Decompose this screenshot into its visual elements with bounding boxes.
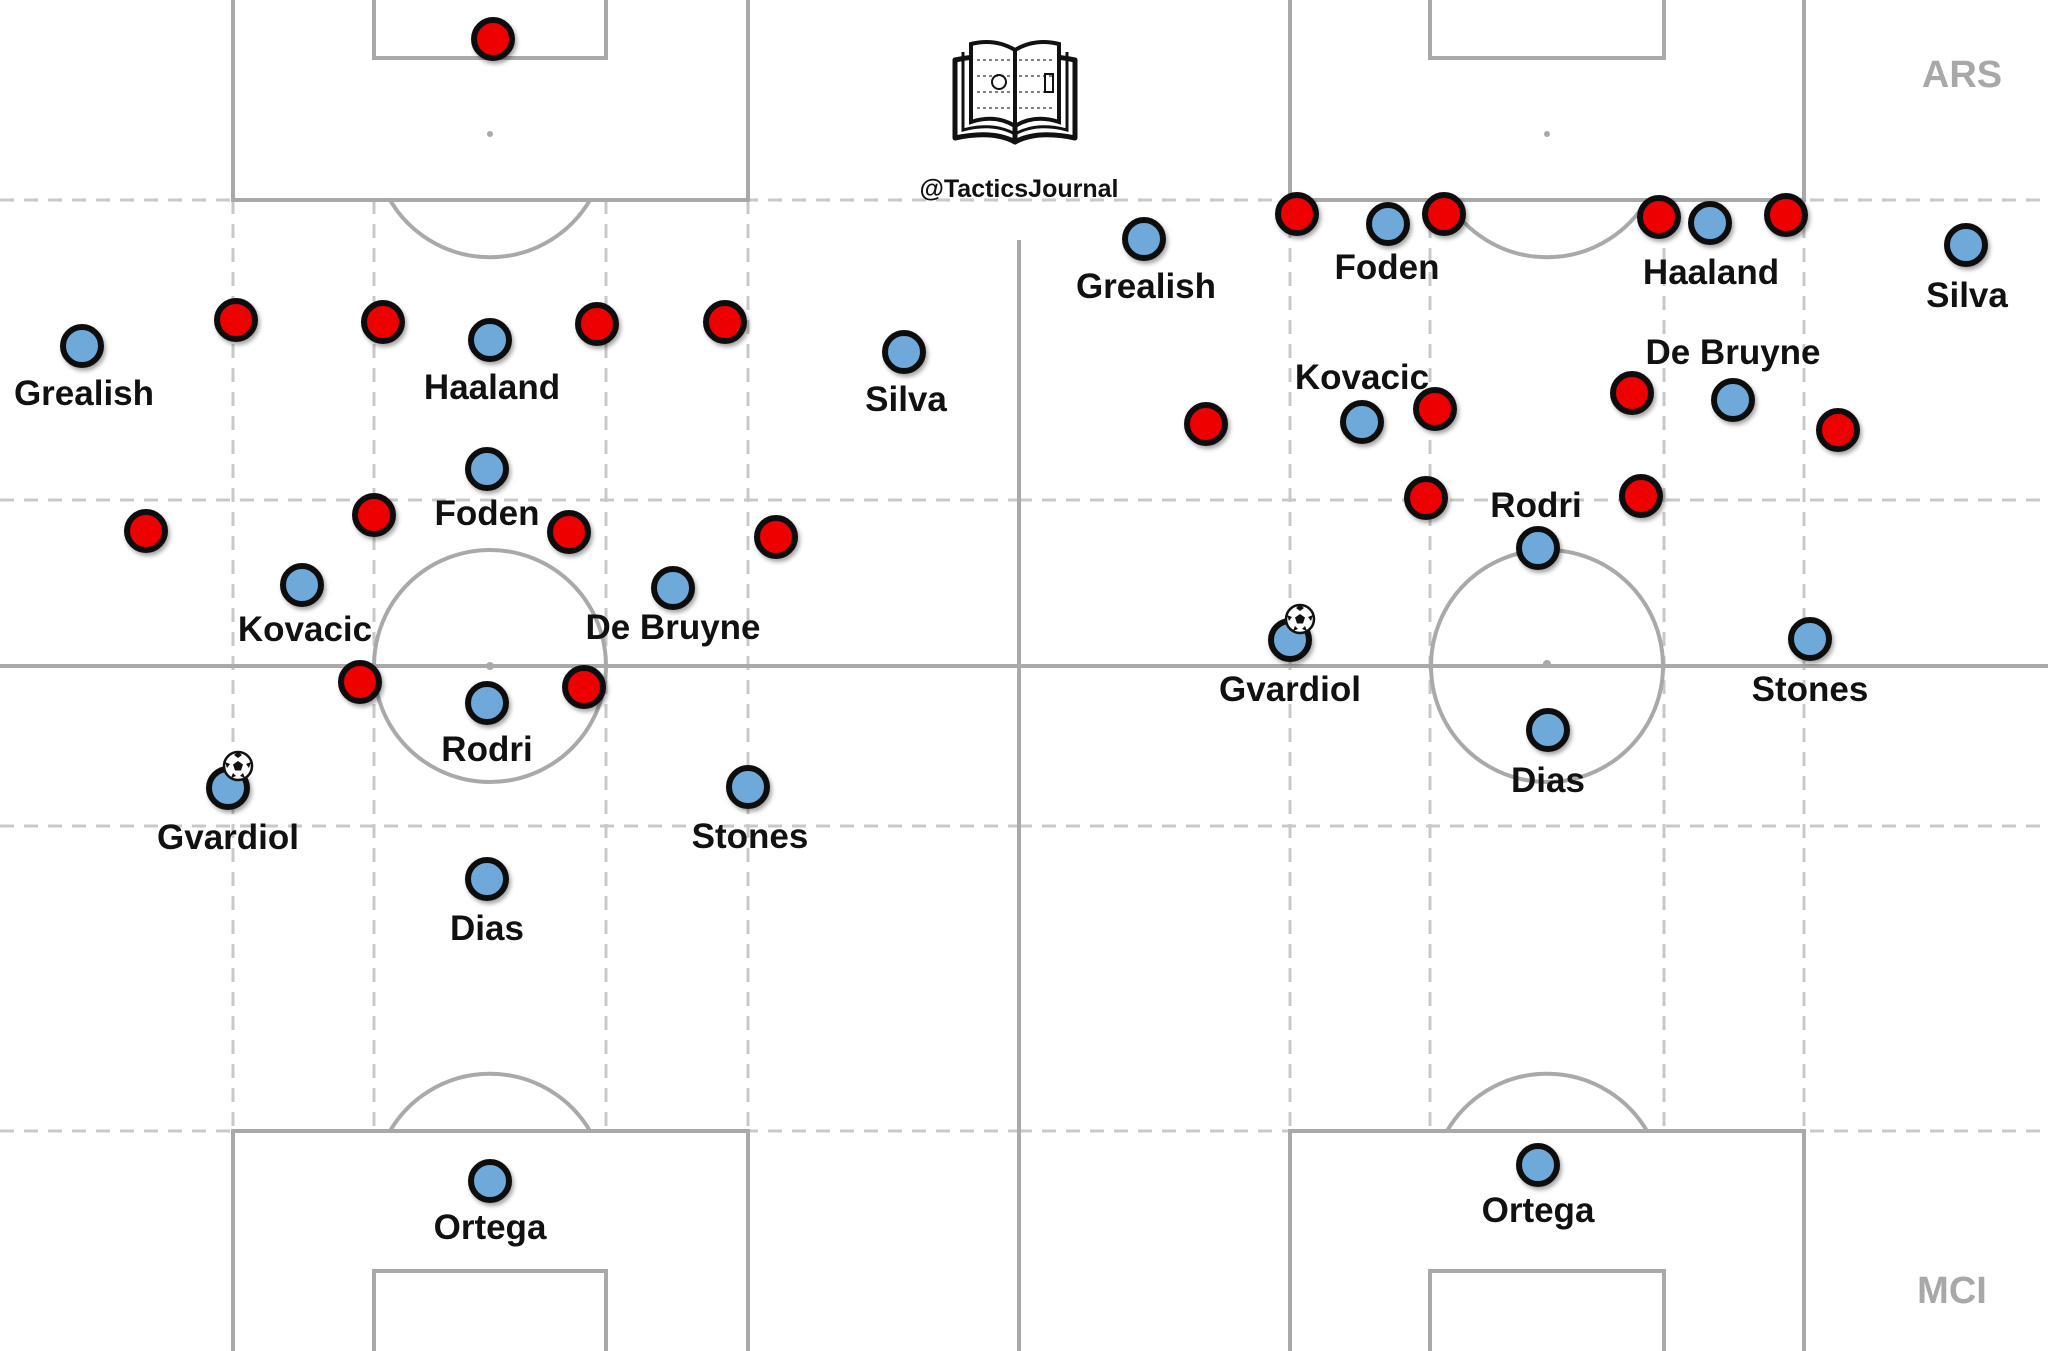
ars-player-marker xyxy=(361,300,405,344)
mci-player-marker xyxy=(1340,400,1384,444)
player-name-label: Stones xyxy=(692,817,809,856)
player-name-label: Foden xyxy=(435,494,540,533)
team-tag-ars: ARS xyxy=(1922,54,2002,96)
ars-player-marker xyxy=(352,493,396,537)
team-tag-mci: MCI xyxy=(1917,1270,1987,1312)
player-name-label: Rodri xyxy=(441,730,532,769)
ars-player-marker xyxy=(124,509,168,553)
ars-player-marker xyxy=(547,510,591,554)
left-pitch-markings xyxy=(0,0,1018,1351)
ars-player-marker xyxy=(1610,371,1654,415)
left-pitch-spots xyxy=(486,131,494,670)
mci-player-marker xyxy=(651,566,695,610)
mci-player-marker xyxy=(1944,223,1988,267)
ball-markers xyxy=(222,603,1316,782)
player-name-label: Kovacic xyxy=(238,610,372,649)
mci-player-marker xyxy=(60,324,104,368)
player-name-label: Silva xyxy=(1926,276,2008,315)
mci-player-marker xyxy=(1526,708,1570,752)
player-name-label: Haaland xyxy=(424,368,560,407)
player-name-label: Grealish xyxy=(14,374,154,413)
mci-player-marker xyxy=(1688,201,1732,245)
ars-player-marker xyxy=(1422,192,1466,236)
ars-player-marker xyxy=(1275,192,1319,236)
ars-player-marker xyxy=(1764,193,1808,237)
ars-player-marker xyxy=(1637,195,1681,239)
player-name-label: Ortega xyxy=(434,1208,547,1247)
right-ars-players xyxy=(1184,192,1860,520)
mci-player-marker xyxy=(1516,1143,1560,1187)
mci-player-marker xyxy=(1788,617,1832,661)
player-name-label: Haaland xyxy=(1643,253,1779,292)
left-pitch xyxy=(0,0,1018,1351)
player-name-label: Rodri xyxy=(1490,486,1581,525)
player-name-label: Grealish xyxy=(1076,267,1216,306)
ars-player-marker xyxy=(575,302,619,346)
panel-divider xyxy=(1017,240,2048,1351)
player-name-label: Dias xyxy=(450,909,524,948)
right-pitch xyxy=(1018,0,2048,1351)
mci-player-marker xyxy=(1711,378,1755,422)
left-ars-players xyxy=(124,17,798,709)
mci-player-marker xyxy=(468,318,512,362)
player-name-label: Ortega xyxy=(1482,1191,1595,1230)
ars-player-marker xyxy=(1184,402,1228,446)
mci-player-marker xyxy=(882,330,926,374)
ars-player-marker xyxy=(214,298,258,342)
handle-text: @TacticsJournal xyxy=(920,175,1119,203)
ars-player-marker xyxy=(1619,474,1663,518)
ars-player-marker xyxy=(1816,408,1860,452)
mci-player-marker xyxy=(1516,526,1560,570)
mci-player-marker xyxy=(465,447,509,491)
ars-player-marker xyxy=(754,515,798,559)
mci-player-marker xyxy=(468,1159,512,1203)
mci-player-marker xyxy=(1366,202,1410,246)
football-icon xyxy=(1284,603,1316,635)
player-name-label: Gvardiol xyxy=(157,818,299,857)
player-name-label: Silva xyxy=(865,380,947,419)
player-name-label: Stones xyxy=(1752,670,1869,709)
right-pitch-markings xyxy=(1288,0,1806,1351)
player-name-label: De Bruyne xyxy=(1645,333,1820,372)
football-icon xyxy=(222,750,254,782)
mci-player-marker xyxy=(1122,217,1166,261)
ars-player-marker xyxy=(471,17,515,61)
mci-player-marker xyxy=(465,857,509,901)
player-name-label: Foden xyxy=(1335,248,1440,287)
player-name-label: De Bruyne xyxy=(585,608,760,647)
ars-player-marker xyxy=(1404,476,1448,520)
ars-player-marker xyxy=(1413,387,1457,431)
player-name-label: Kovacic xyxy=(1295,358,1429,397)
player-name-label: Dias xyxy=(1511,761,1585,800)
mci-player-marker xyxy=(726,765,770,809)
ars-player-marker xyxy=(562,665,606,709)
ars-player-marker xyxy=(338,660,382,704)
player-name-label: Gvardiol xyxy=(1219,670,1361,709)
open-book-pitch-icon xyxy=(952,40,1078,145)
right-pitch-spots xyxy=(1543,131,1551,668)
mci-player-marker xyxy=(280,563,324,607)
ars-player-marker xyxy=(703,300,747,344)
mci-player-marker xyxy=(465,681,509,725)
